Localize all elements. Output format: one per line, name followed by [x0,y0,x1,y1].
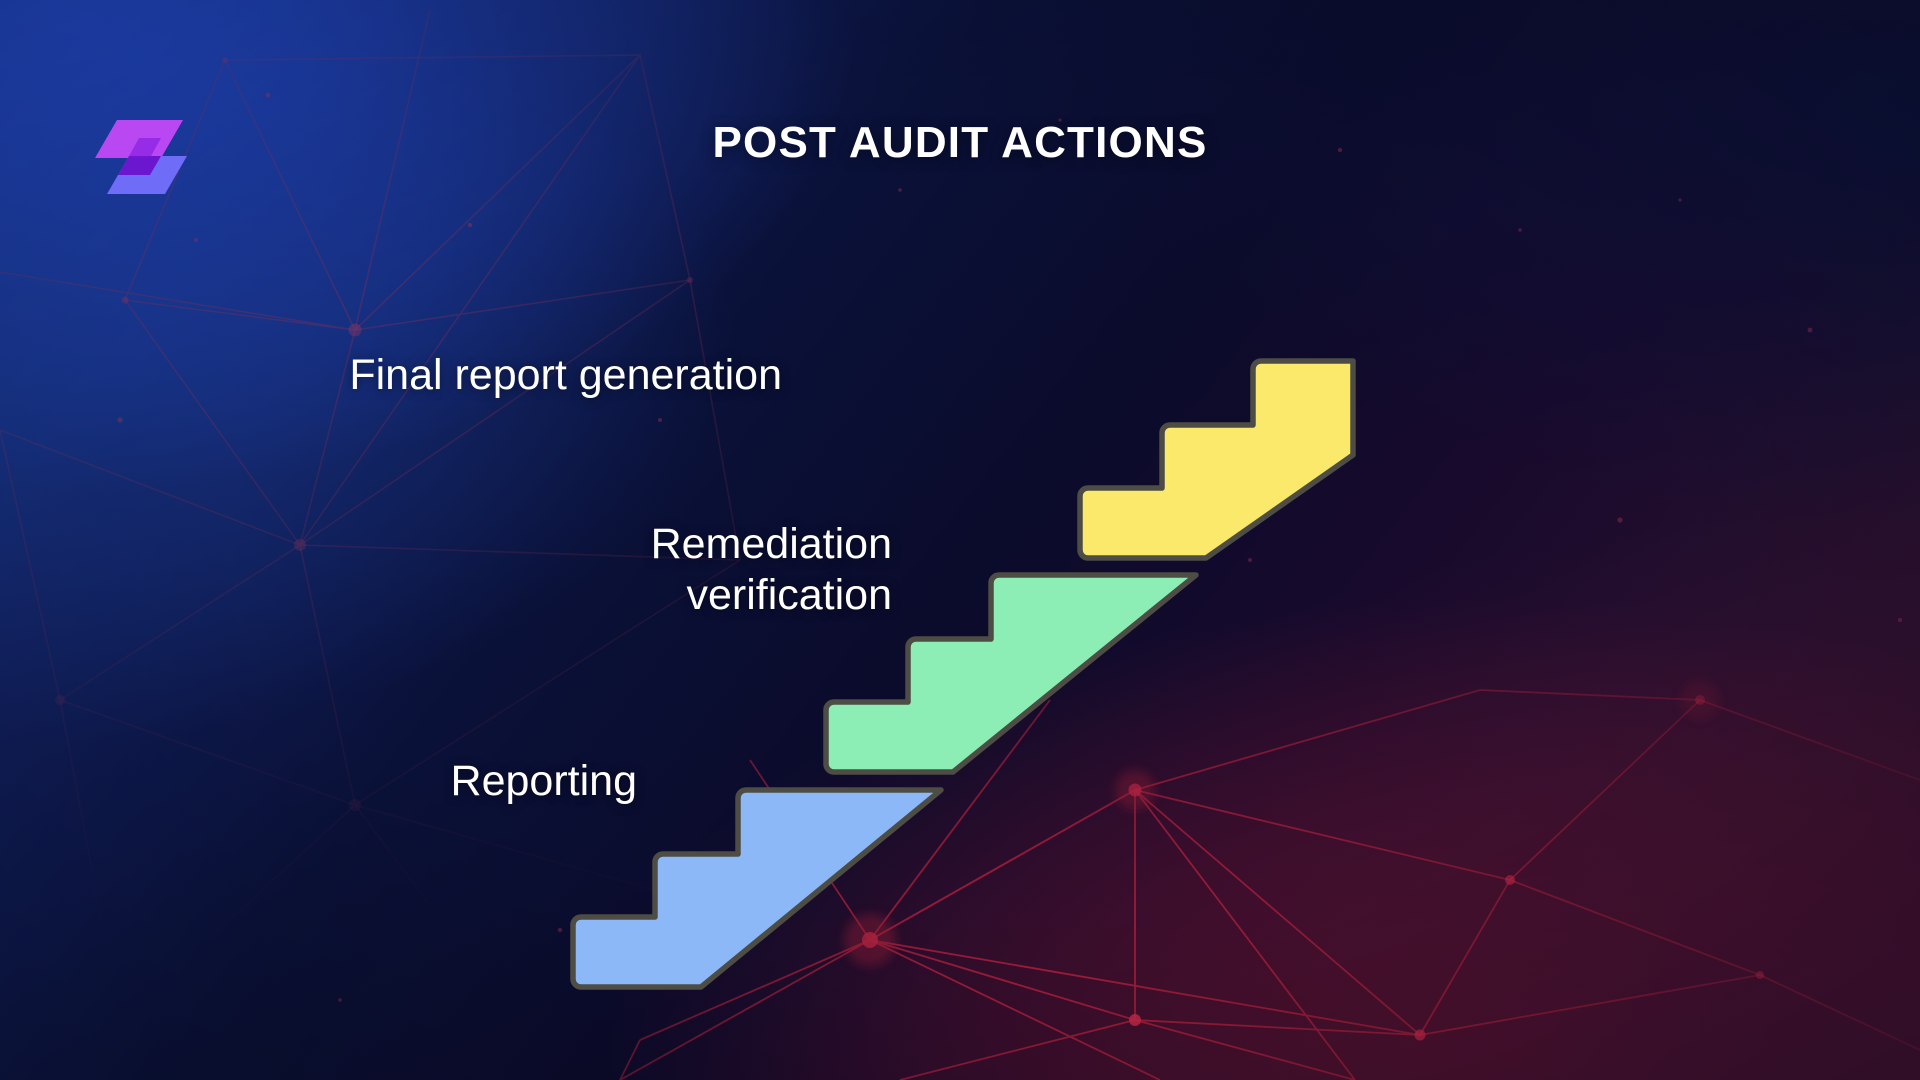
stair-label-final-report-generation: Final report generation [349,351,782,399]
stair-step-final-report-generation[interactable] [1077,358,1356,561]
stair-step-remediation-verification[interactable] [823,572,1199,775]
chevron-logo [95,118,187,196]
stair-label-remediation-verification: Remediation verification [650,520,892,619]
logo-overlap-shape [118,156,161,175]
stair-label-reporting: Reporting [450,757,637,805]
stair-step-reporting[interactable] [570,787,944,990]
logo-overlap-shape-2 [128,138,161,158]
page-title: POST AUDIT ACTIONS [712,118,1208,167]
